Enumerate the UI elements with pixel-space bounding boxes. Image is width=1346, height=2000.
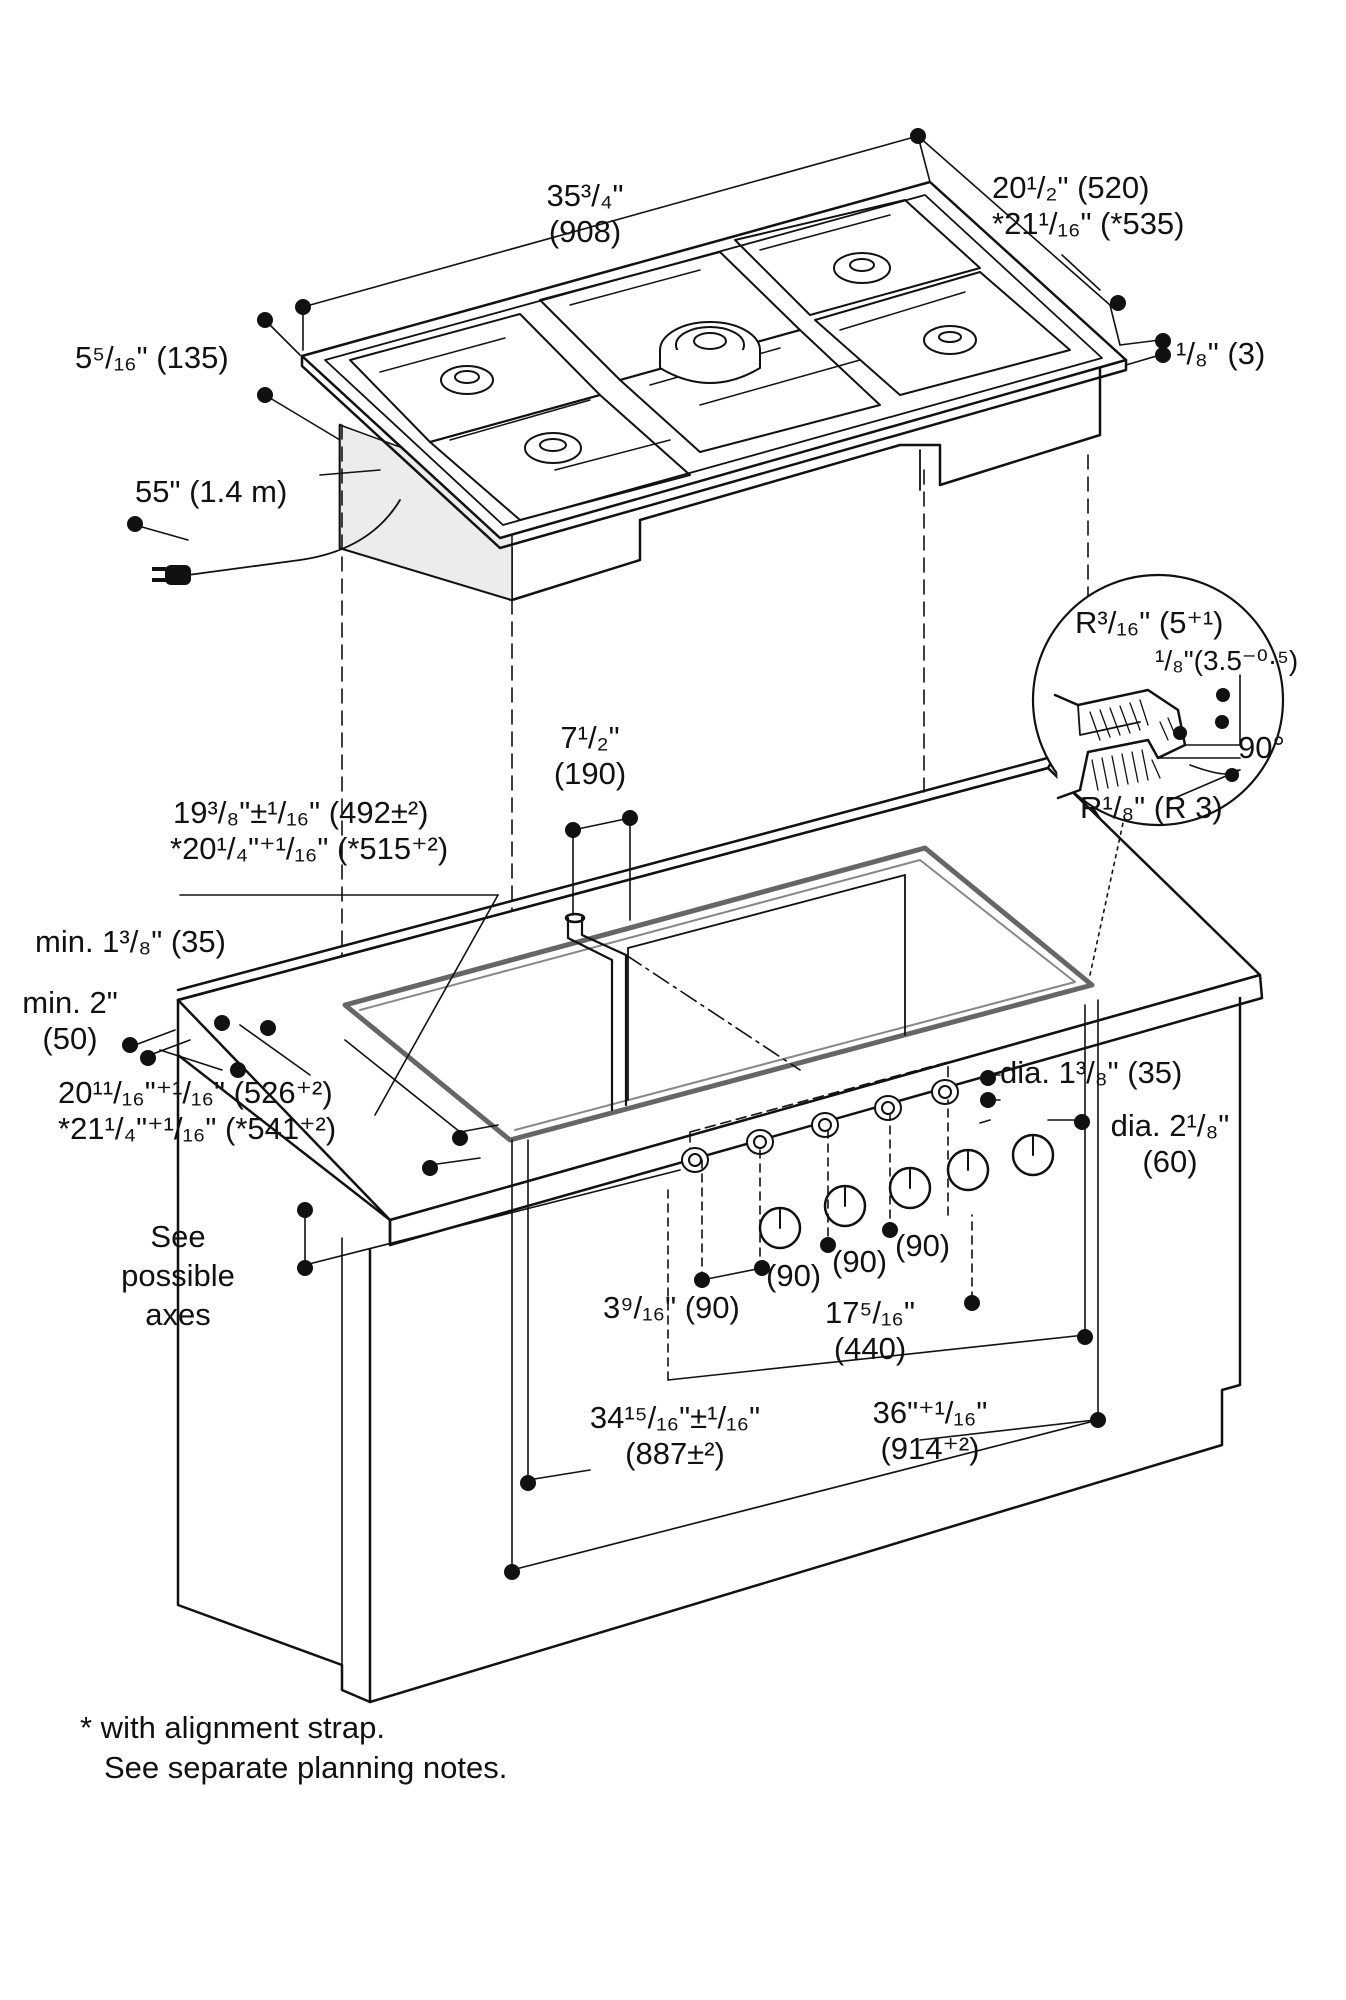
knob-dia-label: dia. 2¹/₈" (60) [1085, 1108, 1255, 1179]
knob-holes [681, 1079, 959, 1173]
top-width-label: 35³/₄" (908) [525, 178, 645, 249]
knob-span-label: 17⁵/₁₆" (440) [795, 1295, 945, 1366]
knob-spacing-1-label: (90) [766, 1258, 822, 1293]
gas-offset-mm: (190) [553, 755, 627, 791]
cutout-width-mm: (887±²) [625, 1435, 725, 1471]
footnote-line-2: See separate planning notes. [104, 1750, 508, 1786]
top-width-mm: (908) [548, 213, 622, 249]
gas-offset-label: 7¹/₂" (190) [535, 720, 645, 791]
cutout-dimension-dots [122, 810, 1106, 1580]
knob-spacing-3-label: (90) [895, 1228, 951, 1263]
gas-pipe [566, 916, 628, 1112]
gas-offset-fraction: 7¹/₂" [560, 720, 620, 755]
cord-length-label: 55" (1.4 m) [135, 474, 288, 509]
top-depth-strap: *21¹/₁₆" (*535) [992, 205, 1185, 241]
height-label: 5⁵/₁₆" (135) [75, 340, 229, 375]
detail-depth-label: ¹/₈"(3.5⁻⁰·⁵) [1155, 645, 1299, 676]
min-back-mm: (50) [42, 1020, 98, 1056]
detail-angle-label: 90° [1238, 730, 1285, 765]
cabinet-width-label: 36"⁺¹/₁₆" (914⁺²) [840, 1395, 1020, 1466]
plug-icon [152, 565, 191, 585]
cutout-front-label: 20¹¹/₁₆"⁺¹/₁₆" (526⁺²) *21¹/₄"⁺¹/₁₆" (*5… [58, 1075, 336, 1146]
top-width-fraction: 35³/₄" [546, 178, 624, 213]
cutout-inner [359, 859, 1076, 1131]
knob-span-mm: (440) [833, 1330, 907, 1366]
dimension-dots [127, 128, 1171, 532]
cutout-width-label: 34¹⁵/₁₆"±¹/₁₆" (887±²) [555, 1400, 795, 1471]
cabinet-width-mm: (914⁺²) [880, 1430, 980, 1466]
min-front-label: min. 1³/₈" (35) [35, 924, 226, 959]
cooktop-burners [440, 252, 977, 464]
cutout-front-strap: *21¹/₄"⁺¹/₁₆" (*541⁺²) [58, 1110, 337, 1146]
cooktop-grates [349, 199, 1071, 521]
footnote: * with alignment strap. See separate pla… [80, 1708, 507, 1789]
cutout-depth-strap: *20¹/₄"⁺¹/₁₆" (*515⁺²) [170, 830, 449, 866]
detail-hatching [1089, 699, 1177, 791]
detail-dots [1173, 688, 1239, 782]
detail-radius-bottom-label: R¹/₈" (R 3) [1080, 790, 1223, 825]
top-depth-label: 20¹/₂" (520) *21¹/₁₆" (*535) [992, 170, 1185, 241]
knob-hole-dia-label: dia. 1³/₈" (35) [1000, 1055, 1183, 1090]
detail-radius-top-label: R³/₁₆" (5⁺¹) [1075, 605, 1224, 640]
knob-dia-mm: (60) [1142, 1143, 1198, 1179]
see-axes-label: See possible axes [121, 1219, 235, 1332]
cutout-width-fraction: 34¹⁵/₁₆"±¹/₁₆" [589, 1400, 761, 1435]
thickness-label: ¹/₈" (3) [1176, 336, 1266, 371]
cabinet-width-fraction: 36"⁺¹/₁₆" [872, 1395, 988, 1430]
cutout-front-fraction: 20¹¹/₁₆"⁺¹/₁₆" (526⁺²) [58, 1075, 333, 1110]
cutout-depth-label: 19³/₈"±¹/₁₆" (492±²) *20¹/₄"⁺¹/₁₆" (*515… [170, 795, 448, 866]
cutout-outer [342, 845, 1095, 1143]
cooktop [152, 180, 1128, 602]
cutout-dimensions [134, 817, 1099, 1606]
top-depth-fraction: 20¹/₂" (520) [992, 170, 1150, 205]
cutout-depth-fraction: 19³/₈"±¹/₁₆" (492±²) [173, 795, 429, 830]
knob-spacing-2-label: (90) [832, 1244, 888, 1279]
knob-dia-fraction: dia. 2¹/₈" [1110, 1108, 1230, 1143]
knob-span-fraction: 17⁵/₁₆" [825, 1295, 915, 1330]
edge-detail [1031, 573, 1285, 976]
footnote-line-1: * with alignment strap. [80, 1710, 385, 1745]
knob-first-label: 3⁹/₁₆" (90) [603, 1290, 740, 1325]
cooktop-inner-frame [324, 194, 1103, 526]
min-back-fraction: min. 2" [22, 985, 118, 1020]
cooktop-dimensions [134, 135, 1161, 541]
countertop [176, 754, 1264, 1704]
min-back-label: min. 2" (50) [20, 985, 120, 1056]
power-cord [187, 499, 401, 576]
